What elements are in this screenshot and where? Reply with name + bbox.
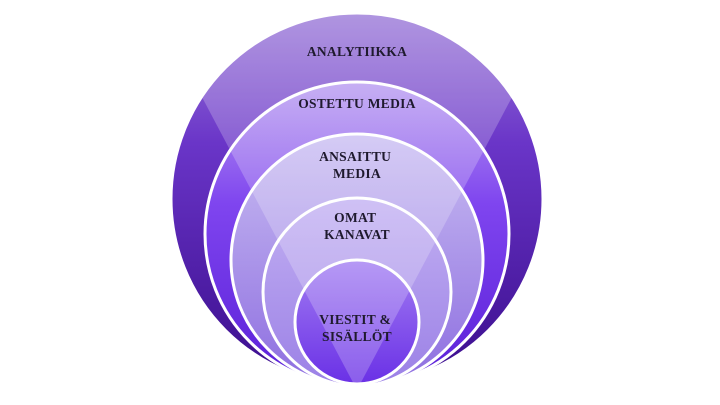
label-omat-kanavat: OMAT KANAVAT: [324, 210, 390, 242]
layer-viestit-sisallot-circle: [293, 258, 421, 386]
light-cone-overlay: [171, 13, 543, 385]
label-analytiikka: ANALYTIIKKA: [307, 44, 407, 59]
label-ansaittu-media: ANSAITTU MEDIA: [319, 149, 395, 181]
label-viestit-sisallot: VIESTIT & SISÄLLÖT: [319, 312, 395, 344]
label-ostettu-media: OSTETTU MEDIA: [298, 96, 416, 111]
